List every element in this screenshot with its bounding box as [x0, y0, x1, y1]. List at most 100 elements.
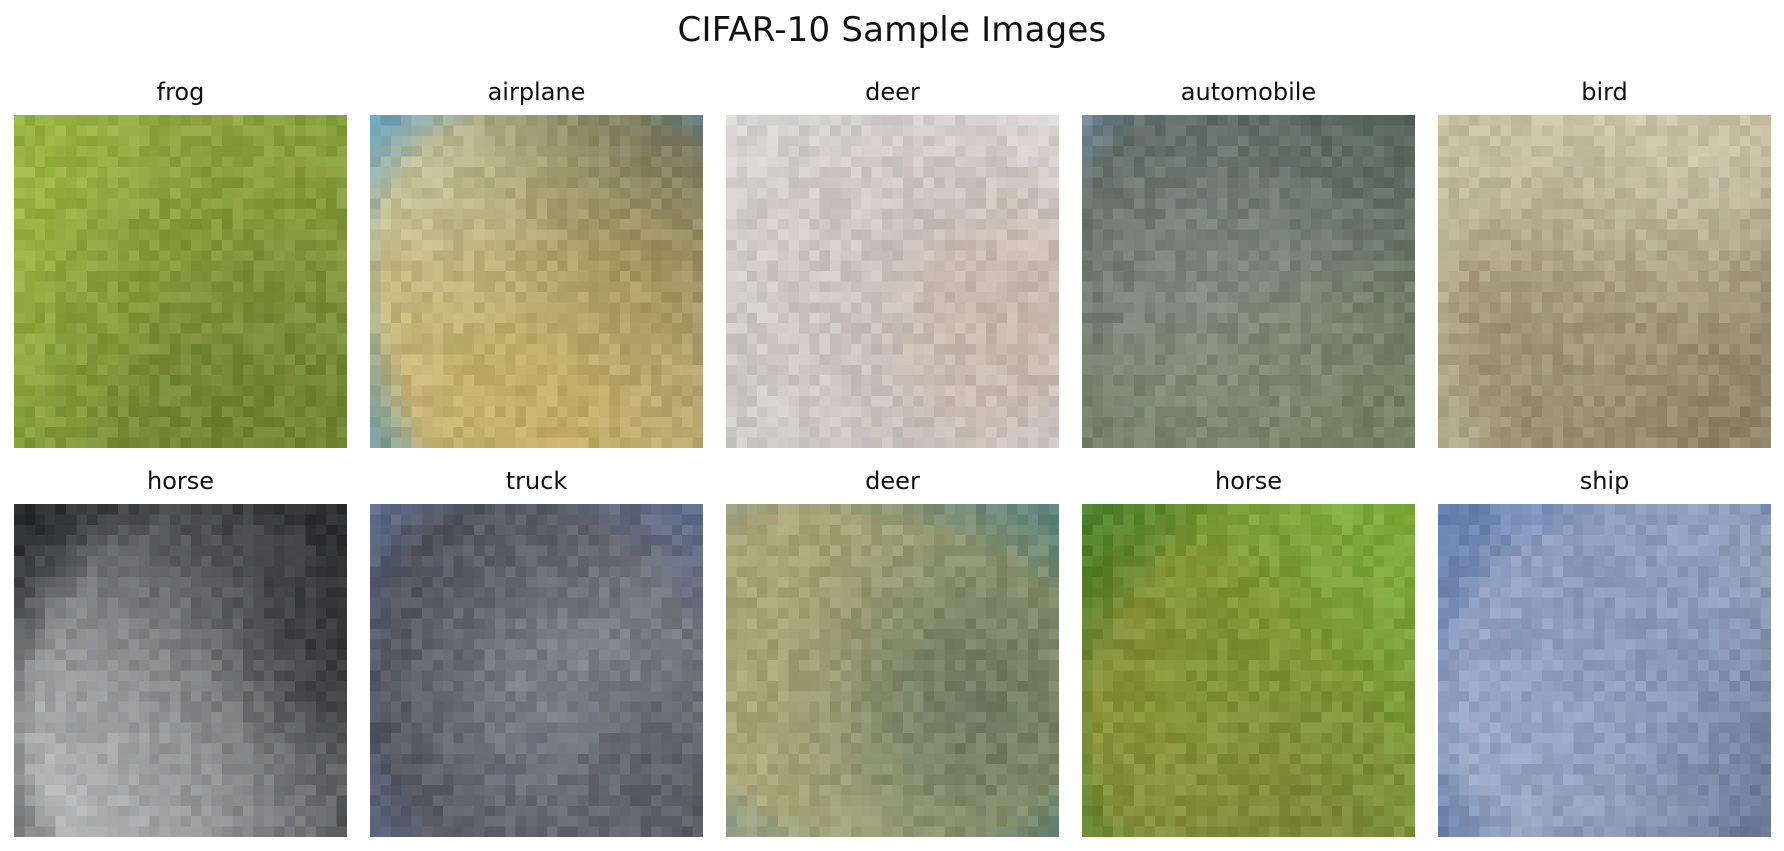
image-pixel [944, 229, 955, 240]
image-pixel [1196, 271, 1207, 282]
image-pixel [757, 333, 768, 344]
image-pixel [557, 427, 568, 438]
image-pixel [401, 437, 412, 448]
image-pixel [778, 167, 789, 178]
image-pixel [913, 208, 924, 220]
image-pixel [222, 427, 233, 438]
image-pixel [1448, 302, 1459, 313]
image-pixel [1687, 250, 1699, 261]
image-pixel [180, 146, 191, 157]
image-pixel [442, 250, 454, 261]
image-pixel [1698, 239, 1709, 251]
image-pixel [190, 406, 202, 417]
image-pixel [850, 427, 862, 438]
image-pixel [1646, 115, 1657, 126]
image-pixel [598, 198, 610, 209]
image-pixel [1342, 343, 1353, 355]
image-pixel [55, 260, 67, 272]
image-pixel [944, 271, 955, 282]
image-pixel [1082, 343, 1093, 355]
image-pixel [45, 416, 56, 428]
image-pixel [1490, 208, 1501, 220]
image-pixel [55, 187, 67, 199]
image-pixel [1092, 125, 1103, 136]
image-pixel [1048, 343, 1059, 355]
image-pixel [138, 291, 150, 303]
image-pixel [661, 364, 672, 376]
image-pixel [975, 187, 987, 199]
image-pixel [736, 146, 747, 157]
image-pixel [567, 135, 579, 147]
image-pixel [1165, 427, 1176, 438]
image-pixel [1175, 395, 1187, 407]
image-pixel [326, 333, 337, 344]
image-pixel [609, 271, 620, 282]
image-pixel [1154, 271, 1166, 282]
image-pixel [180, 187, 191, 199]
image-pixel [1238, 219, 1249, 230]
image-pixel [861, 167, 872, 178]
image-pixel [1646, 239, 1657, 251]
image-pixel [757, 177, 768, 188]
image-pixel [1206, 219, 1218, 230]
image-pixel [180, 198, 191, 209]
image-pixel [1708, 156, 1719, 168]
image-pixel [1123, 385, 1135, 396]
image-pixel [442, 115, 454, 126]
image-pixel [401, 229, 412, 240]
image-pixel [598, 323, 610, 334]
image-pixel [840, 271, 851, 282]
image-pixel [232, 354, 243, 365]
image-pixel [1154, 375, 1166, 386]
image-pixel [242, 250, 254, 261]
image-pixel [1300, 364, 1311, 376]
image-pixel [1123, 260, 1135, 272]
image-pixel [484, 156, 495, 168]
image-pixel [861, 208, 872, 220]
image-pixel [913, 156, 924, 168]
image-pixel [1321, 333, 1332, 344]
image-pixel [294, 343, 306, 355]
image-pixel [1342, 395, 1353, 407]
image-pixel [24, 271, 35, 282]
image-pixel [474, 167, 485, 178]
image-pixel [819, 281, 831, 292]
image-pixel [149, 156, 160, 168]
image-pixel [1027, 427, 1039, 438]
image-pixel [1666, 125, 1678, 136]
image-pixel [1646, 146, 1657, 157]
image-pixel [401, 281, 412, 292]
image-pixel [882, 239, 893, 251]
image-pixel [1134, 281, 1145, 292]
image-pixel [588, 416, 599, 428]
image-pixel [975, 125, 987, 136]
image-pixel [788, 198, 799, 209]
image-pixel [682, 250, 693, 261]
image-pixel [650, 156, 662, 168]
image-pixel [1510, 219, 1522, 230]
image-pixel [1206, 302, 1218, 313]
image-pixel [1165, 135, 1176, 147]
image-pixel [923, 135, 935, 147]
image-pixel [1154, 395, 1166, 407]
image-pixel [1092, 260, 1103, 272]
image-pixel [1614, 364, 1626, 376]
image-pixel [242, 395, 254, 407]
image-pixel [1113, 239, 1124, 251]
image-pixel [463, 115, 475, 126]
image-pixel [1562, 333, 1574, 344]
image-pixel [326, 271, 337, 282]
image-pixel [1383, 135, 1395, 147]
image-pixel [1113, 271, 1124, 282]
image-pixel [190, 229, 202, 240]
image-pixel [1552, 115, 1563, 126]
image-pixel [871, 281, 883, 292]
image-pixel [1092, 302, 1103, 313]
image-pixel [682, 229, 693, 240]
image-pixel [1573, 281, 1584, 292]
image-pixel [767, 125, 779, 136]
image-pixel [788, 323, 799, 334]
image-pixel [1006, 239, 1018, 251]
image-pixel [557, 115, 568, 126]
image-pixel [567, 323, 579, 334]
